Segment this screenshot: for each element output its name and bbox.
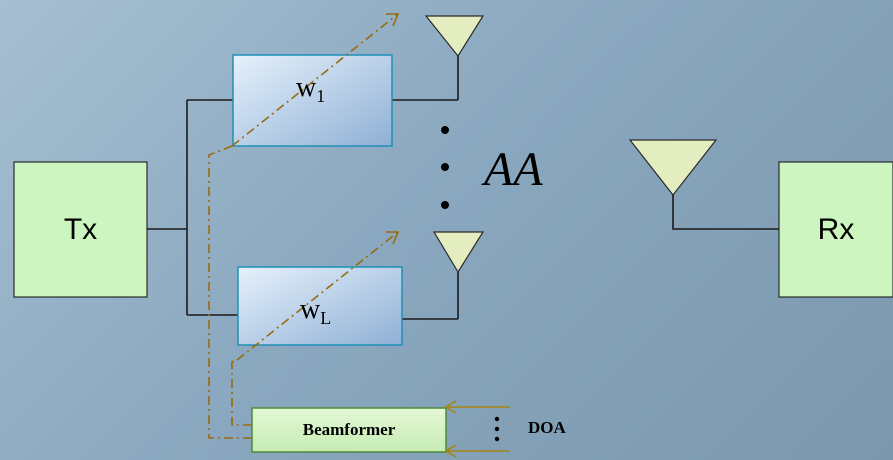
antenna-bottom-icon	[432, 231, 485, 274]
weight-1-symbol: w	[296, 72, 317, 103]
weight-l-label: wL	[300, 294, 331, 329]
rx-box	[778, 161, 893, 298]
receive-feed-line	[672, 195, 779, 230]
tx-label-text: Tx	[63, 212, 98, 246]
array-label: AA	[484, 143, 543, 196]
beamformer-label-text: Beamformer	[302, 420, 396, 439]
antenna-top-icon	[424, 15, 485, 58]
control-arrowheads	[386, 13, 400, 245]
weight-1-label: w1	[296, 72, 325, 107]
weight-box-l	[237, 266, 403, 346]
tx-label: Tx	[14, 162, 147, 297]
rx-label-text: Rx	[817, 212, 855, 246]
array-ellipsis	[441, 126, 449, 209]
doa-label: DOA	[528, 418, 566, 437]
weight-box-1	[232, 54, 393, 147]
rx-label: Rx	[779, 162, 893, 297]
receive-antenna-icon	[628, 139, 718, 196]
tx-feed-lines	[147, 56, 459, 320]
weight-l-symbol: w	[300, 294, 321, 325]
tx-box	[13, 161, 148, 298]
doa-arrows	[444, 400, 510, 458]
beamformer-box	[251, 407, 447, 453]
doa-ellipsis	[494, 416, 500, 442]
control-lines	[208, 13, 399, 439]
beamformer-label: Beamformer	[252, 408, 446, 452]
weight-l-subscript: L	[320, 308, 332, 328]
weight-1-subscript: 1	[316, 86, 326, 106]
